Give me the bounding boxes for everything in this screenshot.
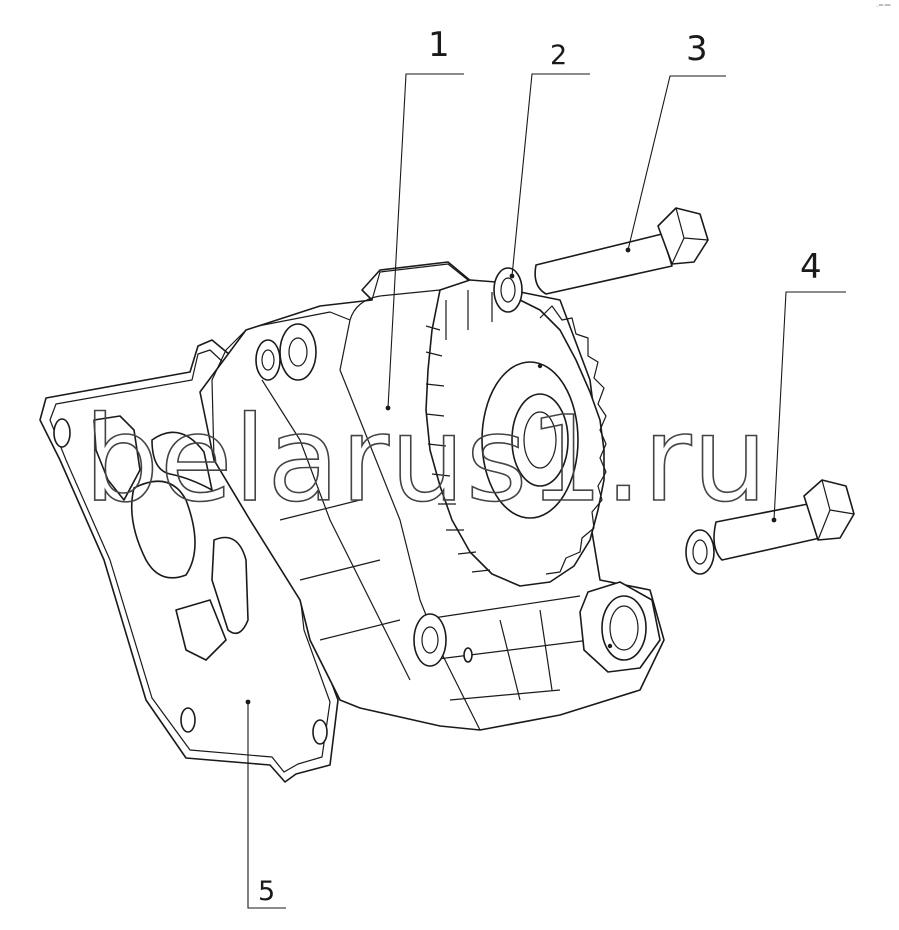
drive-gear bbox=[425, 279, 607, 587]
callout-4: 4 bbox=[800, 247, 822, 287]
bolt-part-4 bbox=[685, 479, 855, 575]
corner-mark: ◦⁰⁰ ⁰⁰⁰ bbox=[876, 4, 891, 10]
callout-3: 3 bbox=[686, 29, 708, 69]
callout-2: 2 bbox=[550, 40, 567, 71]
bolt-part-3 bbox=[534, 207, 709, 295]
callout-1: 1 bbox=[428, 25, 450, 65]
callout-5: 5 bbox=[258, 876, 275, 907]
watermark-text: belarus1.ru bbox=[84, 390, 768, 528]
washer-part-2 bbox=[493, 267, 523, 313]
leader-lines bbox=[245, 73, 846, 909]
